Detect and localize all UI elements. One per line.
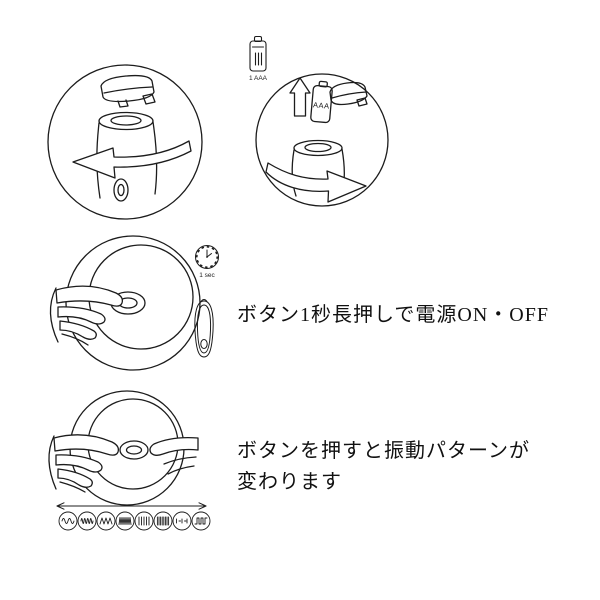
rotate-left-arrow-icon — [72, 140, 192, 179]
step1-circle-frame — [47, 64, 203, 220]
vibration-pattern-icon-zigzag-dense — [115, 511, 135, 531]
battery-cap-icon — [100, 74, 156, 108]
pattern-caption: ボタンを押すと振動パターンが 変わります — [237, 436, 530, 498]
device-face-circle — [65, 235, 201, 371]
pattern-button-illustration — [48, 390, 199, 506]
step2-circle-frame — [255, 73, 389, 207]
battery-icon: 1 AAA — [249, 35, 268, 82]
clock-icon: 1 sec — [195, 245, 219, 279]
power-caption: ボタン1秒長押しで電源ON・OFF — [237, 304, 549, 326]
vibration-pattern-icon-wave-slow — [58, 511, 78, 531]
right-hand-icon — [149, 436, 199, 475]
insert-up-arrow-icon — [289, 77, 311, 117]
power-button-illustration — [49, 235, 201, 371]
hand-icon — [49, 285, 124, 346]
vibration-pattern-icon-zigzag — [96, 511, 116, 531]
step1-open-cap-illustration — [47, 64, 203, 220]
battery-cap-icon — [329, 81, 368, 107]
vibration-pattern-icon-dot-dash — [172, 511, 192, 531]
battery-size-label: AAA — [313, 100, 330, 110]
step2-insert-battery-illustration: AAA — [255, 73, 389, 207]
timer-label: 1 sec — [199, 272, 215, 279]
vibration-pattern-icon-bars — [134, 511, 154, 531]
vibration-pattern-icon-wave-fast — [77, 511, 97, 531]
battery-count-label: 1 AAA — [249, 75, 268, 82]
pattern-caption-line2: 変わります — [237, 471, 342, 493]
aaa-battery-icon: AAA — [310, 80, 333, 124]
device-outline-icon — [194, 299, 214, 358]
left-hand-icon — [48, 434, 120, 493]
pattern-range-arrow-icon — [56, 502, 207, 510]
vibration-pattern-icon-pulse — [191, 511, 211, 531]
pattern-caption-line1: ボタンを押すと振動パターンが — [237, 440, 530, 462]
pattern-button-icon — [119, 440, 149, 460]
vibration-pattern-row — [58, 511, 211, 531]
rotate-right-arrow-icon — [265, 162, 367, 203]
vibration-pattern-icon-bars-dense — [153, 511, 173, 531]
